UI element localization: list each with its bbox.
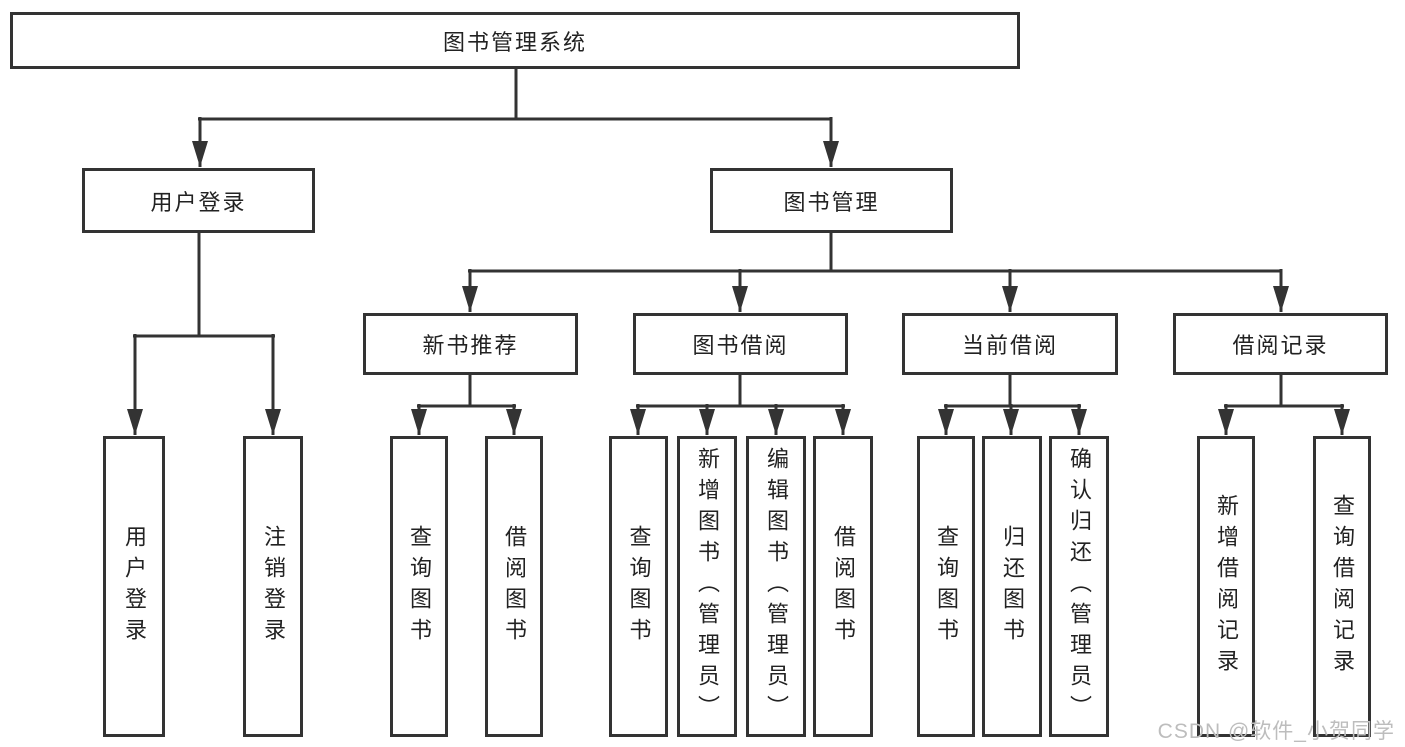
leaf-user-login: 用户登录 bbox=[103, 436, 165, 737]
node-book-borrowing: 图书借阅 bbox=[633, 313, 848, 375]
node-label: 当前借阅 bbox=[961, 333, 1058, 358]
node-label: 编辑图书（管理员） bbox=[764, 447, 789, 726]
node-label: 确认归还（管理员） bbox=[1067, 447, 1092, 726]
leaf-logout: 注销登录 bbox=[243, 436, 303, 737]
node-label: 查询借阅记录 bbox=[1330, 493, 1355, 680]
node-label: 注销登录 bbox=[261, 524, 286, 649]
node-label: 用户登录 bbox=[150, 189, 247, 215]
leaf-borrowing-query-book: 查询图书 bbox=[609, 436, 668, 737]
leaf-confirm-return-admin: 确认归还（管理员） bbox=[1049, 436, 1109, 737]
leaf-query-borrow-record: 查询借阅记录 bbox=[1313, 436, 1371, 737]
leaf-edit-book-admin: 编辑图书（管理员） bbox=[746, 436, 806, 737]
node-label: 借阅图书 bbox=[502, 524, 527, 649]
leaf-add-borrow-record: 新增借阅记录 bbox=[1197, 436, 1255, 737]
node-label: 新增借阅记录 bbox=[1214, 493, 1239, 680]
node-label: 归还图书 bbox=[1000, 524, 1025, 649]
node-label: 图书借阅 bbox=[692, 333, 789, 358]
node-user-login-module: 用户登录 bbox=[82, 168, 315, 233]
node-label: 新增图书（管理员） bbox=[695, 447, 720, 726]
node-new-book-recommendation: 新书推荐 bbox=[363, 313, 578, 375]
leaf-current-query-book: 查询图书 bbox=[917, 436, 975, 737]
node-current-borrowing: 当前借阅 bbox=[902, 313, 1118, 375]
node-book-management-module: 图书管理 bbox=[710, 168, 953, 233]
csdn-watermark: CSDN @软件_小贺同学 bbox=[1157, 720, 1395, 743]
node-borrowing-records: 借阅记录 bbox=[1173, 313, 1388, 375]
node-label: 新书推荐 bbox=[422, 333, 519, 358]
leaf-return-book: 归还图书 bbox=[982, 436, 1042, 737]
leaf-borrowing-borrow-book: 借阅图书 bbox=[813, 436, 873, 737]
node-label: 用户登录 bbox=[122, 524, 147, 649]
leaf-recommend-borrow-book: 借阅图书 bbox=[485, 436, 543, 737]
node-library-management-system: 图书管理系统 bbox=[10, 12, 1020, 69]
node-label: 查询图书 bbox=[407, 524, 432, 649]
node-label: 图书管理 bbox=[783, 189, 880, 215]
node-label: 图书管理系统 bbox=[442, 29, 587, 55]
node-label: 查询图书 bbox=[934, 524, 959, 649]
node-label: 借阅图书 bbox=[831, 524, 856, 649]
node-label: 查询图书 bbox=[626, 524, 652, 649]
leaf-recommend-query-book: 查询图书 bbox=[390, 436, 448, 737]
node-label: 借阅记录 bbox=[1232, 333, 1329, 358]
leaf-add-book-admin: 新增图书（管理员） bbox=[677, 436, 737, 737]
